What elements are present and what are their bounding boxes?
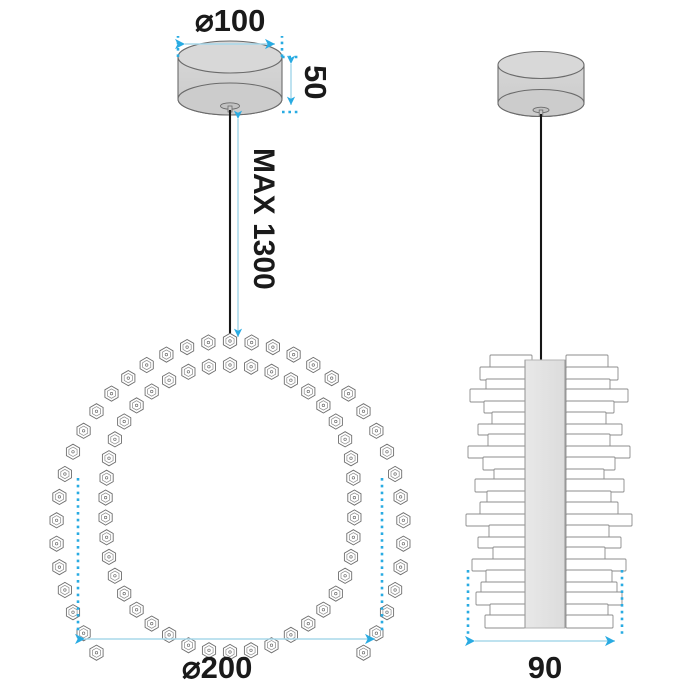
canopy-diameter-label: ⌀100 — [195, 3, 265, 38]
crystal-ring-inner-row — [98, 356, 362, 661]
side-canopy — [497, 50, 585, 118]
canopy-height-dimension: 50 — [282, 55, 333, 114]
side-crystal-rods-right — [565, 354, 633, 629]
front-view — [49, 40, 411, 661]
canopy-height-label: 50 — [298, 65, 333, 99]
side-view — [465, 50, 633, 629]
front-canopy — [177, 40, 283, 116]
canopy-diameter-dimension: ⌀100 — [175, 3, 284, 57]
side-central-body — [524, 359, 566, 629]
max-drop-label: MAX 1300 — [247, 148, 280, 290]
crystal-ring — [49, 332, 411, 661]
ring-diameter-label: ⌀200 — [182, 650, 252, 685]
side-width-dimension: 90 — [465, 570, 624, 685]
side-crystal-rods-left — [465, 354, 533, 629]
ring-diameter-dimension: ⌀200 — [75, 478, 384, 685]
max-drop-dimension: MAX 1300 — [233, 110, 280, 338]
side-width-label: 90 — [528, 650, 562, 685]
